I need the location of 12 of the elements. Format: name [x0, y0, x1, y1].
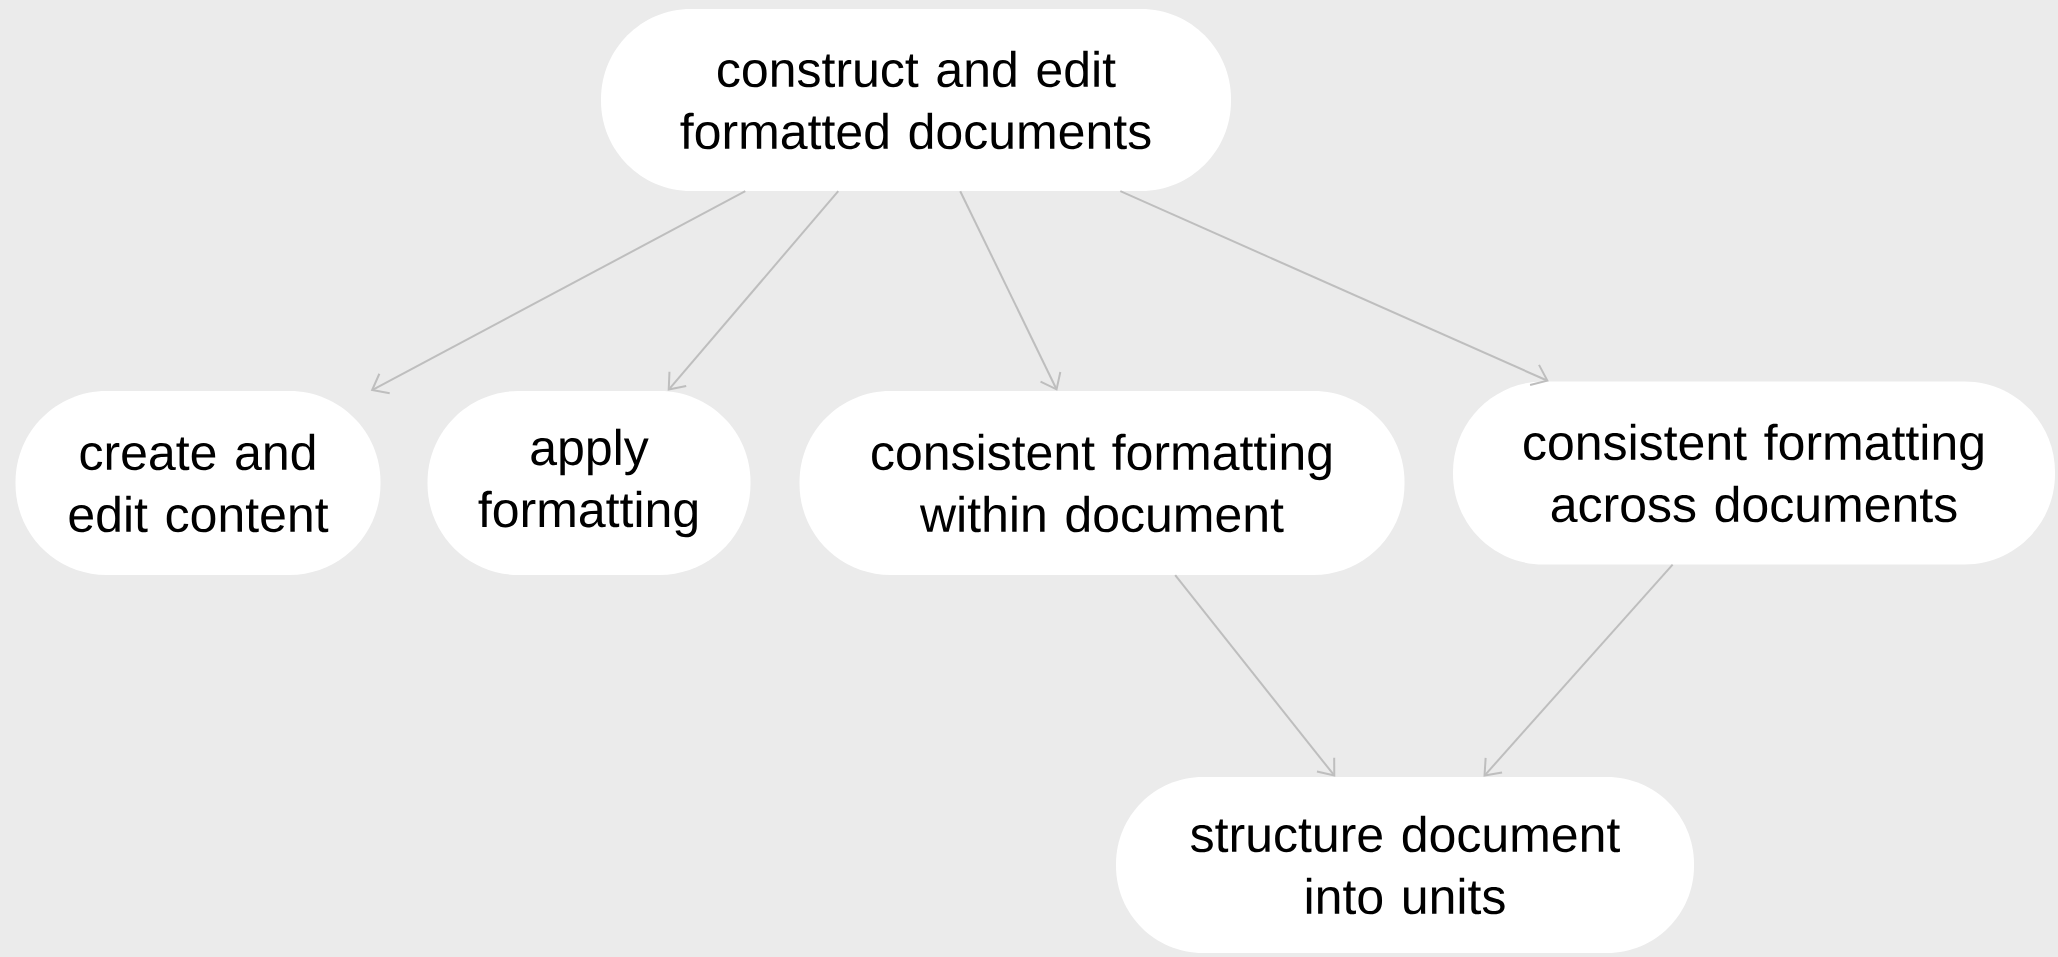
- rounded-node: consistent formatting across documents: [1453, 381, 2055, 565]
- rounded-node: apply formatting: [427, 391, 751, 575]
- rounded-node: create and edit content: [15, 391, 381, 575]
- arrow: [1119, 190, 1549, 386]
- arrow: [1174, 574, 1336, 777]
- arrow: [370, 190, 747, 395]
- rounded-node: structure document into units: [1116, 777, 1694, 953]
- arrow: [667, 190, 840, 391]
- rounded-node: construct and edit formatted documents: [601, 9, 1231, 191]
- arrow: [959, 190, 1062, 391]
- arrow: [1483, 563, 1674, 777]
- rounded-node: consistent formatting within document: [799, 391, 1405, 575]
